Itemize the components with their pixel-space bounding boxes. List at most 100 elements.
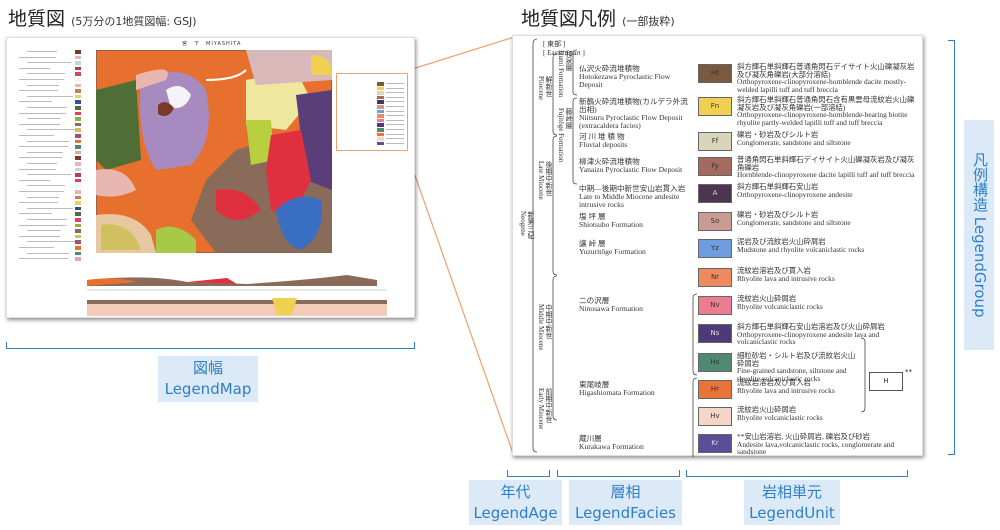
map-legend-swatch xyxy=(75,122,81,127)
facies-en: Fluvial deposits xyxy=(579,140,628,149)
mini-legend-line xyxy=(386,138,404,140)
mini-legend-swatch xyxy=(377,128,384,132)
age-bracket xyxy=(507,470,550,477)
mini-legend-swatch xyxy=(377,82,384,86)
unit-en: Fine-grained sandstone, siltstone and rh… xyxy=(737,366,847,383)
unit-ja: 斜方輝石単斜輝石普通角閃石デイサイト火山礫凝灰岩及び凝灰角礫岩(大部分溶結) xyxy=(737,62,915,79)
mini-legend-line xyxy=(386,87,404,89)
map-side-legend xyxy=(15,50,95,261)
map-legend-line xyxy=(27,95,73,97)
unit-en: Andesite lava,volcaniclastic rocks, cong… xyxy=(737,439,895,457)
mini-legend-swatch xyxy=(377,141,384,146)
mini-legend-swatch xyxy=(377,109,384,114)
unit-ja: 普通角閃石単斜輝石デイサイト火山礫凝灰岩及び凝灰角礫岩 xyxy=(737,155,915,172)
map-legend-swatch xyxy=(75,134,81,138)
mini-legend-swatch xyxy=(377,137,384,141)
map-legend-line xyxy=(19,56,56,58)
map-legend-swatch xyxy=(75,117,81,121)
map-legend-swatch xyxy=(75,72,81,76)
facies-ja: 仏沢火砕流堆積物 xyxy=(579,64,640,73)
legend-highlight-box xyxy=(336,73,408,151)
map-legend-line xyxy=(19,67,50,69)
unit-en: Rhyolite volcaniclastic rocks xyxy=(737,301,823,311)
map-legend-swatch xyxy=(75,156,81,160)
facies-en: Yuzuritōge Formation xyxy=(579,247,646,256)
map-legend-line xyxy=(27,196,59,198)
map-legend-line xyxy=(19,79,64,80)
sheet-title: 宮 下 MIYASHITA xyxy=(182,41,242,47)
map-legend-line xyxy=(19,213,52,215)
map-legend-swatch xyxy=(75,61,81,65)
unit-en: Hornblende-clinopyroxene dacite lapilli … xyxy=(737,170,915,180)
mini-legend-swatch xyxy=(377,114,384,118)
unit-ja: 細粒砂岩・シルト岩及び流紋岩火山砕屑岩 xyxy=(737,351,856,368)
group-mark: ** xyxy=(905,368,912,376)
mini-legend-swatch xyxy=(377,118,384,123)
map-title: 地質図 (5万分の1地質図幅: GSJ) xyxy=(8,8,197,30)
map-legend-line xyxy=(19,90,58,92)
map-legend-swatch xyxy=(75,173,81,177)
map-legend-line xyxy=(19,112,66,114)
legend-swatch-Yz: Yz xyxy=(698,239,732,258)
map-legend-line xyxy=(27,163,57,164)
map-legend-line xyxy=(27,129,75,131)
map-legend-swatch xyxy=(75,128,81,132)
unit-en: Orthopyroxene-clinopyroxene-hornblende-b… xyxy=(737,110,908,127)
map-legend-swatch xyxy=(75,145,81,149)
map-legend-swatch xyxy=(75,55,81,60)
map-legend-swatch xyxy=(75,190,81,194)
mini-legend-swatch xyxy=(377,105,384,109)
legend-braces xyxy=(532,38,866,457)
mini-legend-line xyxy=(386,110,404,112)
map-legend-line xyxy=(27,207,73,209)
map-legend-swatch xyxy=(75,111,81,116)
map-legend-line xyxy=(27,140,69,142)
map-legend-line xyxy=(27,151,63,153)
unit-en: Orthopyroxene-clinopyroxene andesite xyxy=(737,189,853,199)
label-legend-group: 凡例構造 LegendGroup xyxy=(964,120,994,350)
mini-legend-line xyxy=(386,124,404,126)
map-legend-line xyxy=(19,168,56,170)
map-legend-swatch xyxy=(75,100,81,104)
map-legend-swatch xyxy=(75,206,81,211)
map-legend-swatch xyxy=(75,139,81,144)
unit-en: Rhyolite lava and intrusive rocks xyxy=(737,385,835,395)
map-legend-line xyxy=(27,185,65,187)
legend-swatch-Fy: Fy xyxy=(698,157,732,176)
mini-legend-line xyxy=(386,106,404,107)
legend-swatch-H: H xyxy=(869,372,903,391)
map-legend-swatch xyxy=(75,234,81,239)
geologic-map xyxy=(96,50,332,253)
map-legend-line xyxy=(19,202,58,204)
map-legend-line xyxy=(19,157,62,159)
map-legend-line xyxy=(27,107,67,108)
legend-unit: 斜方輝石単斜輝石普通角閃石含有黒雲母流紋岩火山礫凝灰岩及び凝灰角礫岩(一部溶結)… xyxy=(737,96,921,126)
facies-ja: 新鶴火砕流堆積物(カルデラ外流出相) xyxy=(579,97,688,114)
map-legend-line xyxy=(27,174,71,176)
unit-ja: 泥岩及び流紋岩火山砕屑岩 xyxy=(737,237,826,246)
map-legend-swatch xyxy=(75,167,81,172)
map-legend-line xyxy=(27,118,61,120)
unit-ja: 流紋岩火山砕屑岩 xyxy=(737,405,797,414)
facies-en: Ninosawa Formation xyxy=(579,304,643,313)
unit-ja: 斜方輝石単斜輝石安山岩 xyxy=(737,182,819,191)
facies-ja: 二の沢層 xyxy=(579,296,610,305)
map-legend-line xyxy=(27,230,61,232)
facies-ja: 東尾岐層 xyxy=(579,380,610,389)
legend-swatch-Fn: Fn xyxy=(698,97,732,116)
